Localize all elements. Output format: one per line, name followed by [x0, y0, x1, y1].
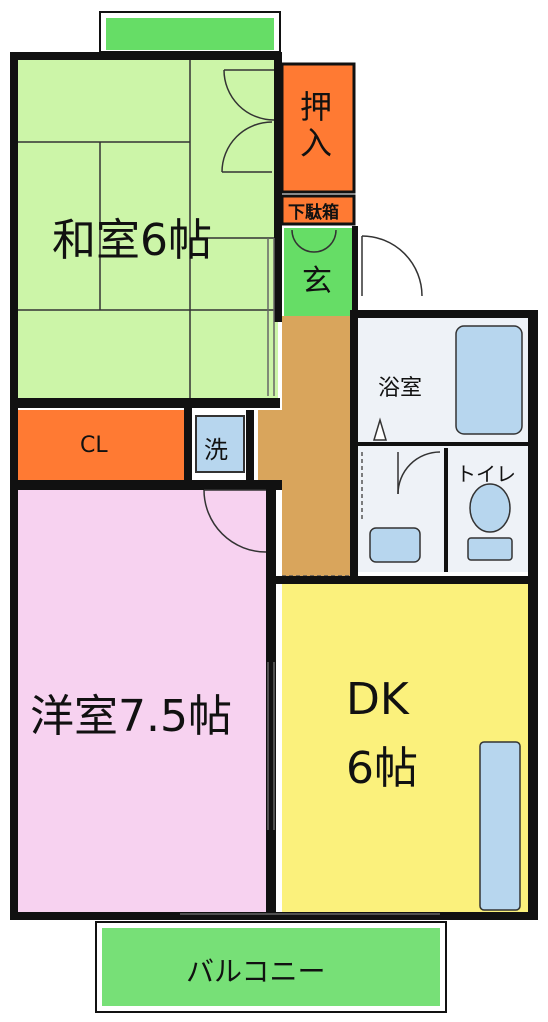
dk-size-label: 6帖	[346, 743, 418, 794]
bath-door-arc	[397, 451, 441, 495]
getabako-label: 下駄箱	[288, 203, 339, 223]
washitsu-label: 和室6帖	[52, 215, 212, 266]
getabako-area	[280, 194, 356, 226]
washitsu-area	[14, 58, 278, 400]
youshitsu-label: 洋室7.5帖	[30, 691, 232, 742]
toilet-tank	[467, 537, 513, 561]
oshiire-label-1: 押	[300, 88, 333, 126]
balcony-label: バルコニー	[186, 955, 326, 988]
genkan-door-arc	[291, 229, 315, 253]
toilet-bowl	[469, 483, 511, 533]
oshiire-area	[280, 62, 356, 194]
kitchen-counter	[479, 741, 521, 911]
closet-area	[18, 410, 184, 480]
sliding-doors	[180, 238, 440, 915]
senmen-area	[195, 415, 245, 473]
closet-label: CL	[80, 433, 108, 458]
toilet-label: トイレ	[456, 462, 516, 486]
bottom-balcony-fill	[102, 928, 440, 1006]
walls	[10, 52, 538, 920]
bath-door-mark	[372, 417, 388, 441]
top-balcony-fill	[106, 18, 274, 50]
wash-basin	[369, 527, 421, 563]
oshiire-label-2: 入	[300, 124, 333, 162]
corridor-area	[258, 316, 354, 580]
genkan-door-arc	[313, 229, 337, 253]
tatami-lines	[14, 58, 278, 400]
door-swings	[203, 69, 423, 553]
yokushitsu-label: 浴室	[378, 376, 423, 401]
bathtub	[455, 325, 523, 435]
dk-label: DK	[346, 674, 409, 725]
genkan-label: 玄	[302, 264, 332, 299]
senmen-label: 洗	[204, 436, 228, 464]
youshitsu-area	[14, 490, 270, 914]
